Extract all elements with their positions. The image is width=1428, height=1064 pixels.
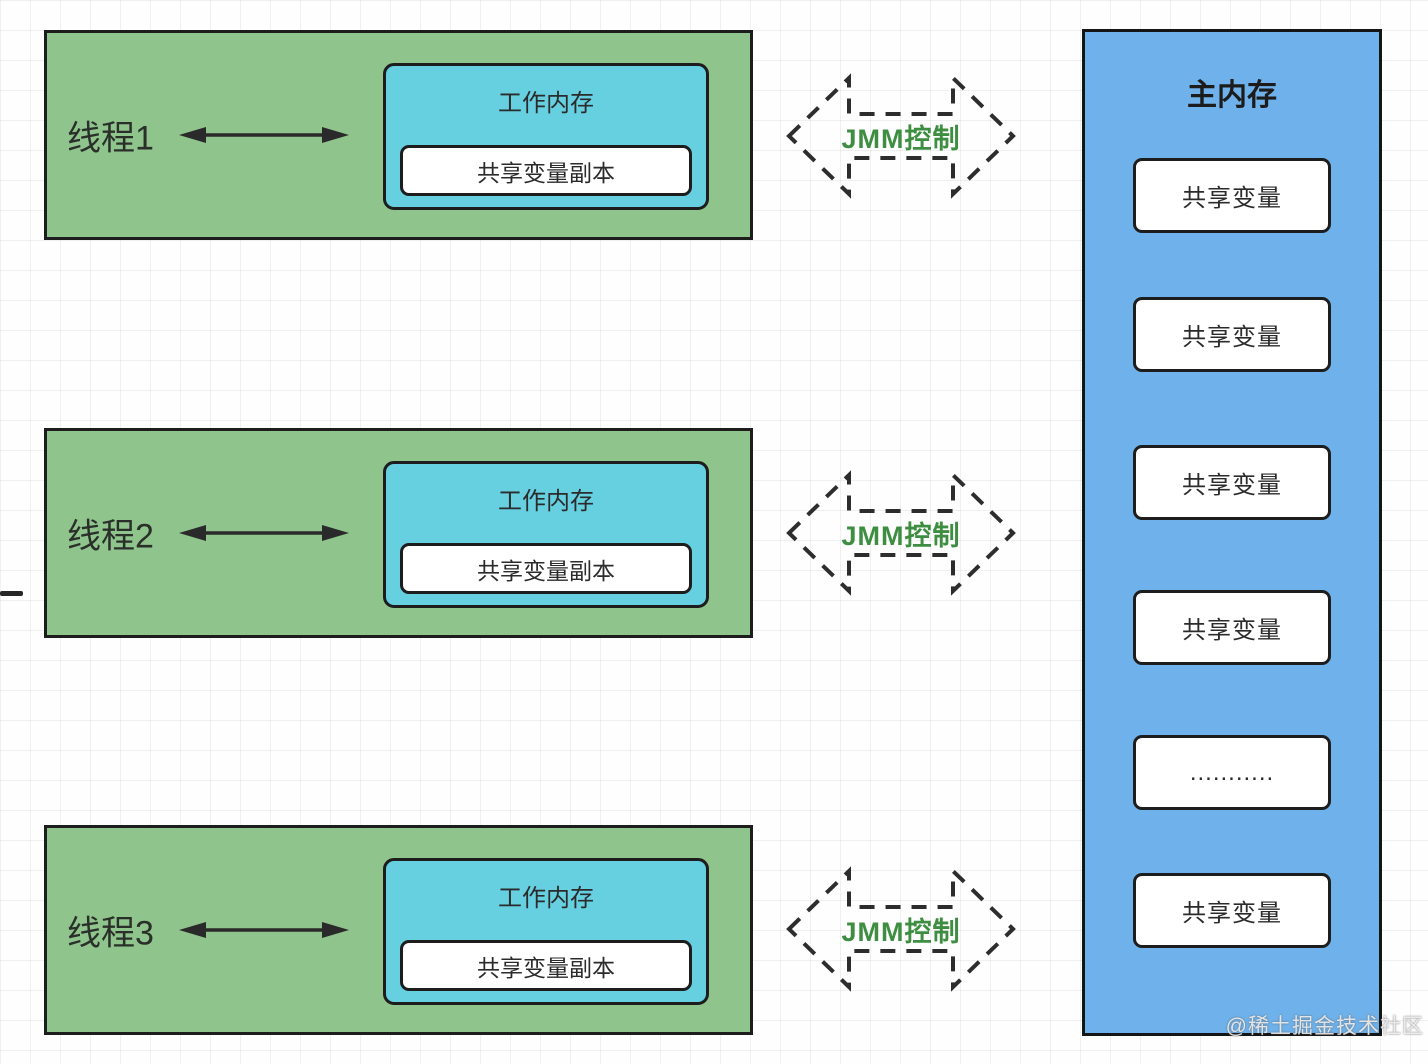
thread-3-label: 线程3 [67, 914, 154, 953]
shared-variable-copy-box: 共享变量副本 [400, 543, 692, 594]
bidirectional-arrow-icon [179, 127, 349, 143]
shared-variable-cell: 共享变量 [1133, 873, 1331, 948]
thread-2-label: 线程2 [67, 517, 154, 556]
work-memory-box-1: 工作内存 共享变量副本 [383, 63, 709, 210]
dashed-double-arrow-icon [786, 470, 1016, 596]
jmm-control-label: JMM控制 [841, 520, 961, 551]
thread-panel-1: 线程1 工作内存 共享变量副本 [44, 30, 753, 240]
thread-panel-3: 线程3 工作内存 共享变量副本 [44, 825, 753, 1035]
main-memory-title: 主内存 [1187, 79, 1277, 112]
shared-variable-cell: 共享变量 [1133, 445, 1331, 520]
thread-panel-2: 线程2 工作内存 共享变量副本 [44, 428, 753, 638]
shared-variable-copy-box: 共享变量副本 [400, 940, 692, 991]
dashed-double-arrow-icon [786, 866, 1016, 992]
jmm-control-label: JMM控制 [841, 916, 961, 947]
shared-variable-cell: 共享变量 [1133, 590, 1331, 665]
watermark-text: @稀土掘金技术社区 [1225, 1015, 1424, 1038]
jmm-control-arrow-1: JMM控制 [786, 69, 1016, 203]
thread-1-label: 线程1 [67, 119, 154, 158]
dashed-double-arrow-icon [786, 73, 1016, 199]
shared-variable-copy-box: 共享变量副本 [400, 145, 692, 196]
work-memory-title: 工作内存 [498, 488, 594, 515]
stray-line-artifact [0, 591, 23, 596]
shared-variable-cell: 共享变量 [1133, 297, 1331, 372]
ellipsis-cell: ........... [1133, 735, 1331, 810]
jmm-control-label: JMM控制 [841, 123, 961, 154]
jmm-control-arrow-2: JMM控制 [786, 466, 1016, 600]
work-memory-box-3: 工作内存 共享变量副本 [383, 858, 709, 1005]
work-memory-title: 工作内存 [498, 90, 594, 117]
work-memory-title: 工作内存 [498, 885, 594, 912]
work-memory-box-2: 工作内存 共享变量副本 [383, 461, 709, 608]
bidirectional-arrow-icon [179, 525, 349, 541]
jmm-control-arrow-3: JMM控制 [786, 862, 1016, 996]
main-memory-box: 主内存 共享变量 共享变量 共享变量 共享变量 ........... 共享变量 [1082, 29, 1382, 1036]
bidirectional-arrow-icon [179, 922, 349, 938]
shared-variable-cell: 共享变量 [1133, 158, 1331, 233]
